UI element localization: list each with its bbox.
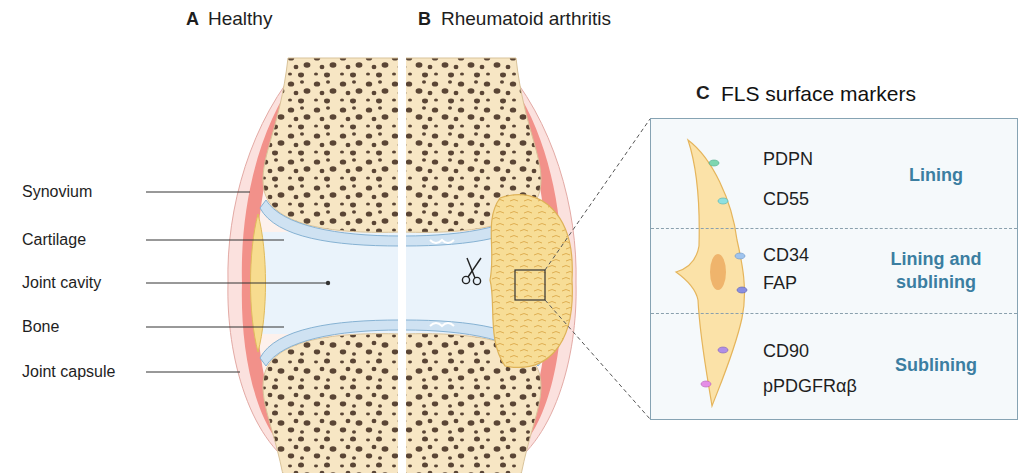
panel-title: Healthy (208, 8, 272, 30)
text-slot: FLS surface markers (721, 81, 916, 107)
region-label: Lining and sublining (871, 248, 1001, 293)
text-slot: CD34 (763, 244, 809, 267)
part-name: Cartilage (22, 231, 86, 249)
region-label: Lining (909, 164, 963, 187)
label-slot: C (696, 82, 710, 104)
text-slot: CD55 (763, 188, 809, 211)
label-slot: Cartilage (22, 231, 86, 249)
label-slot: Healthy (208, 8, 272, 30)
lining-band: PDPN CD55 Lining (651, 119, 1017, 229)
part-name: Joint cavity (22, 274, 101, 292)
label-slot: B (418, 9, 431, 30)
text-slot: FAP (763, 272, 797, 295)
marker-name: CD55 (763, 188, 809, 211)
lining-sublining-band: CD34FAP Lining and sublining (651, 229, 1017, 313)
label-slot: Joint cavity (22, 274, 101, 292)
label-slot: Synovium (22, 183, 92, 201)
label-slot: Joint capsule (22, 363, 115, 381)
part-name: Synovium (22, 183, 92, 201)
part-name: Bone (22, 318, 59, 336)
text-slot: Lining and sublining (871, 248, 1001, 293)
panel-heading: FLS surface markers (721, 81, 916, 107)
label-slot: Bone (22, 318, 59, 336)
text-slot: Lining (871, 164, 1001, 187)
part-name: Joint capsule (22, 363, 115, 381)
marker-name: FAP (763, 272, 797, 295)
text-slot: PDPN (763, 148, 813, 171)
marker-name: PDPN (763, 148, 813, 171)
text-slot: Sublining (871, 354, 1001, 377)
label-slot: Rheumatoid arthritis (441, 8, 611, 30)
marker-name: CD34 (763, 244, 809, 267)
panel-title: Rheumatoid arthritis (441, 8, 611, 30)
region-label: Sublining (895, 354, 977, 377)
panel-letter: B (418, 9, 431, 30)
panel-letter: C (696, 82, 710, 104)
text-slot: pPDGFRαβ (763, 375, 857, 398)
label-slot: A (186, 9, 199, 30)
marker-panel: PDPN CD55 LiningCD34FAP Lining and sublinin… (650, 118, 1018, 420)
panel-letter: A (186, 9, 199, 30)
sublining-band: CD90 pPDGFRαβ Sublining (651, 313, 1017, 418)
text-slot: CD90 (763, 340, 809, 363)
marker-name: CD90 (763, 340, 809, 363)
marker-name: pPDGFRαβ (763, 375, 857, 398)
